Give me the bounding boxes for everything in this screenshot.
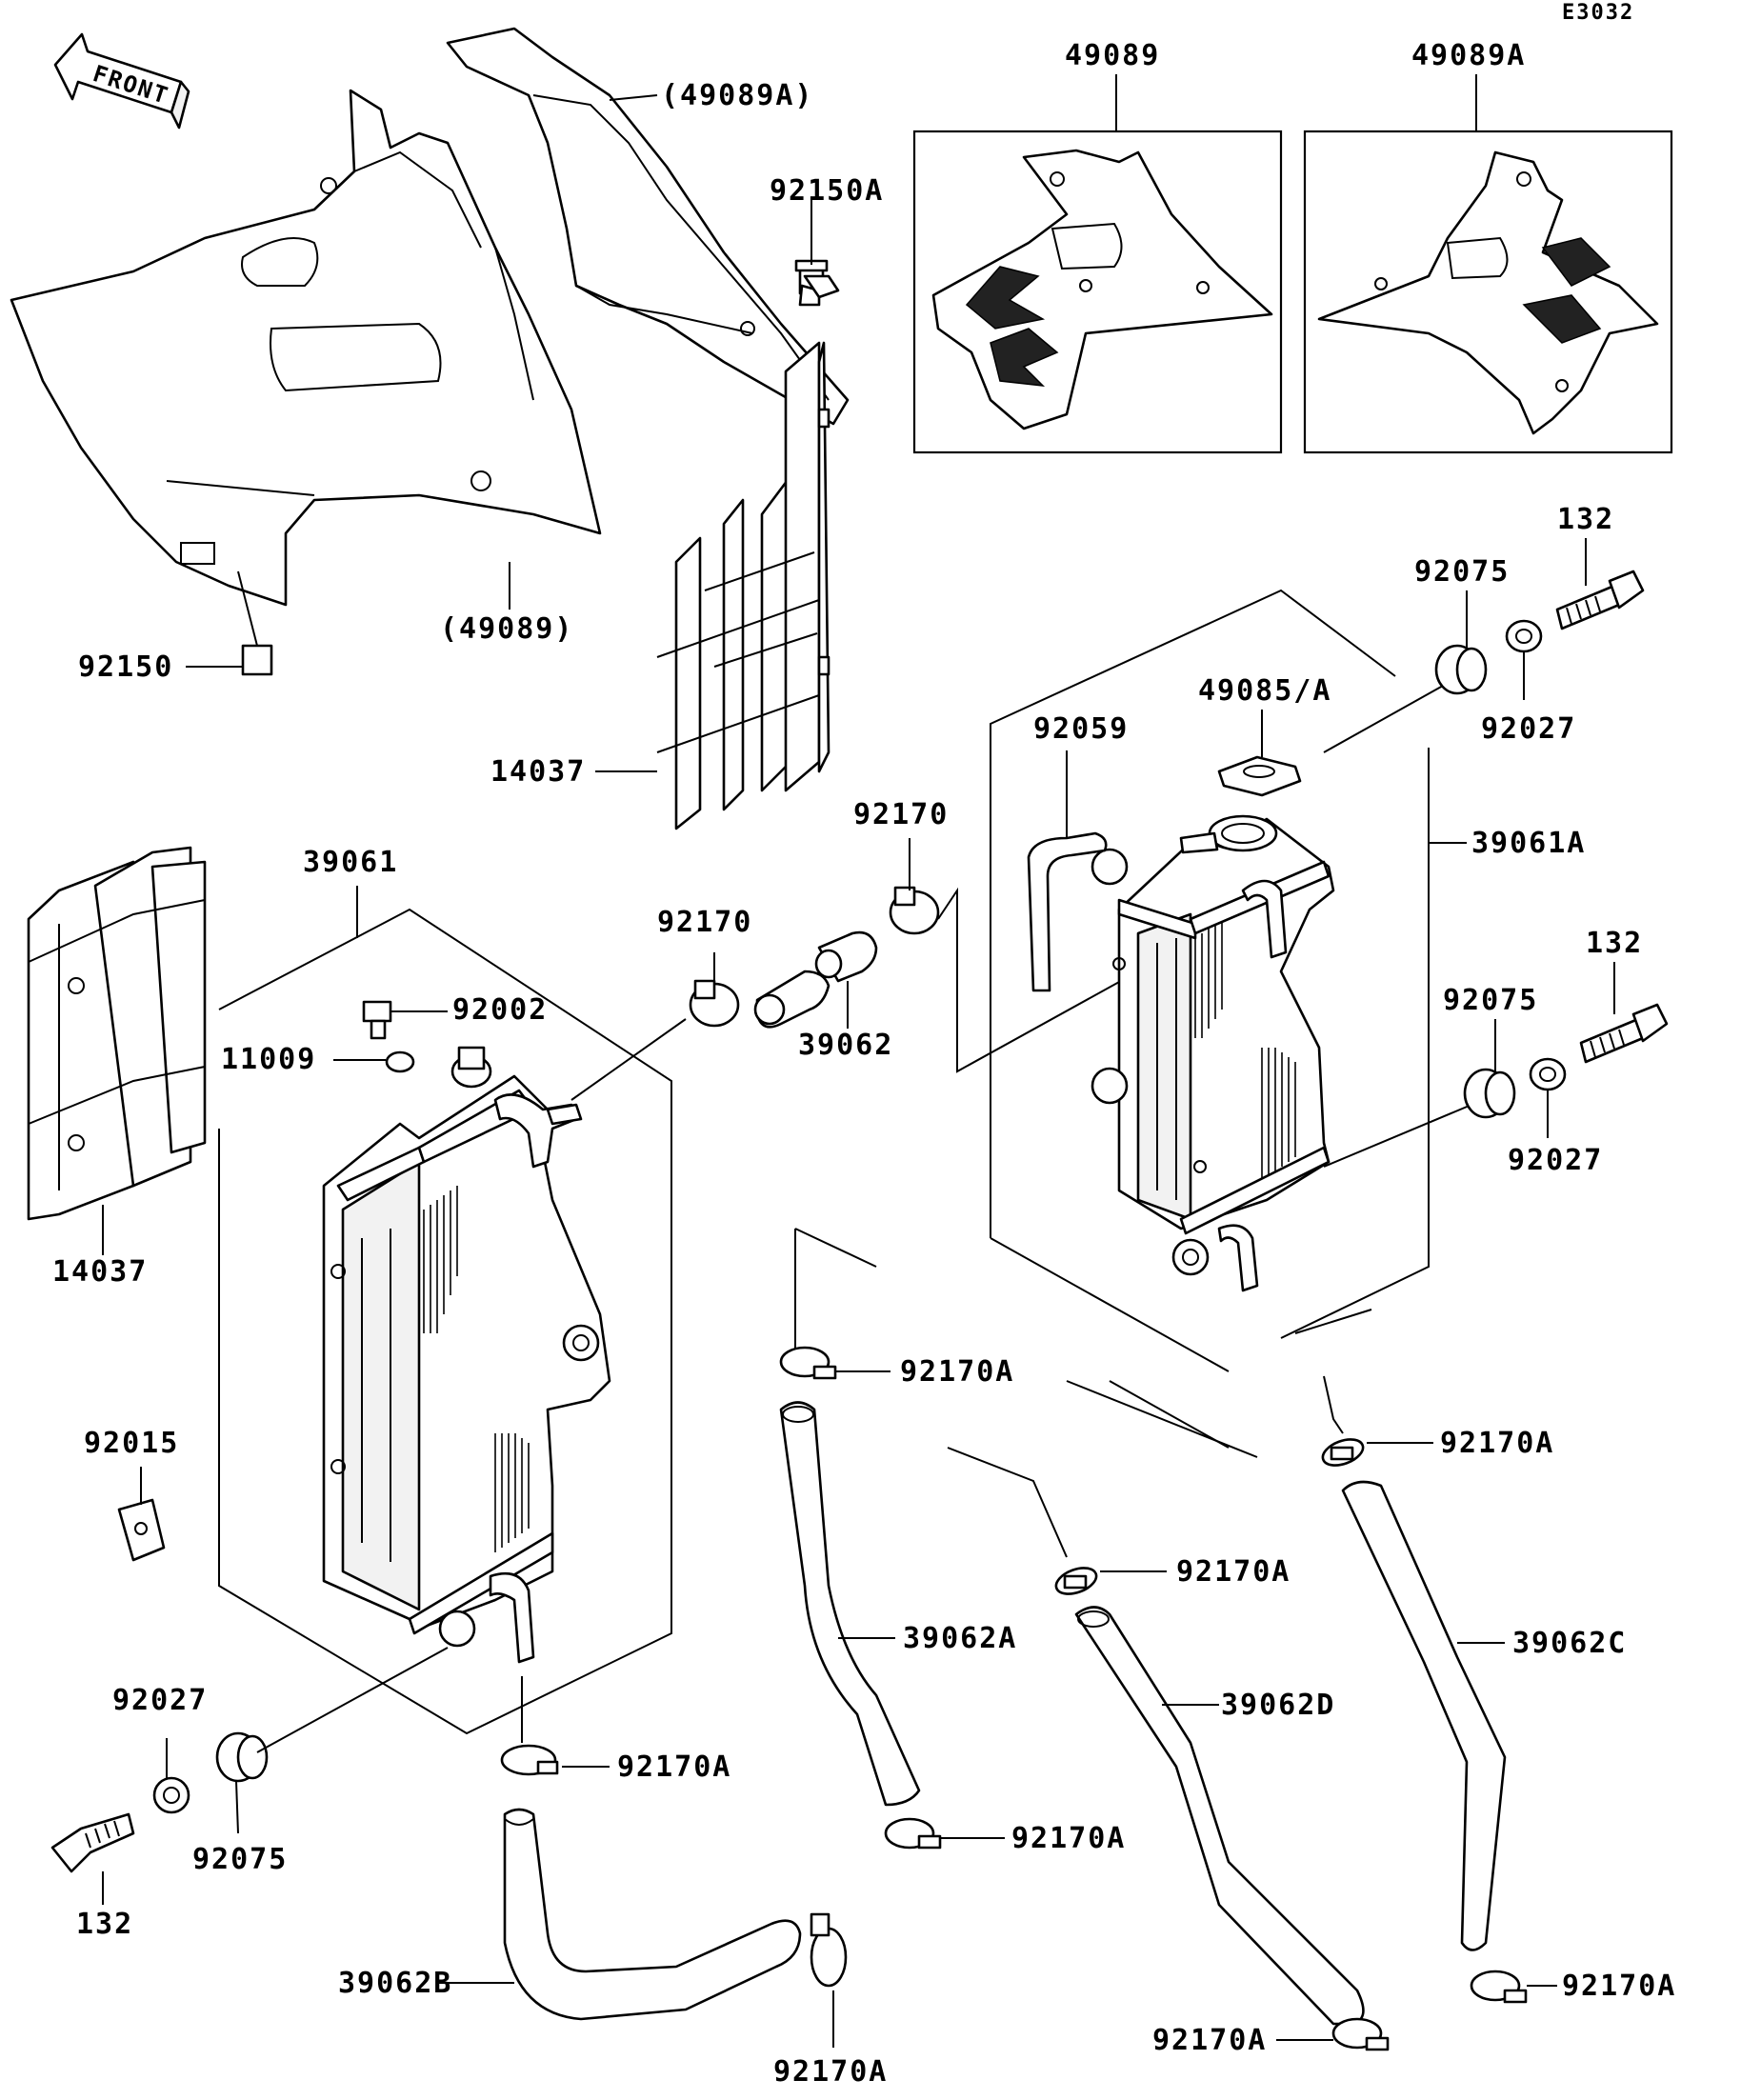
label-49089A-box: 49089A bbox=[1411, 39, 1526, 72]
grommet-92075-right-icon bbox=[1463, 1019, 1516, 1119]
label-39062B: 39062B bbox=[338, 1967, 452, 2000]
grommet-92075-top-icon bbox=[1434, 590, 1488, 695]
decal-box-49089A bbox=[1303, 130, 1673, 454]
decal-box-49089 bbox=[912, 130, 1283, 454]
diagram-code: E3032 bbox=[1562, 1, 1634, 25]
label-92170A-4: 92170A bbox=[1011, 1822, 1126, 1855]
hose-39062D bbox=[1074, 1606, 1365, 2026]
radiator-louver-left bbox=[27, 846, 207, 1221]
label-92027-left: 92027 bbox=[112, 1684, 208, 1717]
label-92170-mid: 92170 bbox=[657, 906, 752, 939]
label-92075-right: 92075 bbox=[1443, 984, 1538, 1017]
label-39062: 39062 bbox=[798, 1029, 893, 1062]
label-132-top: 132 bbox=[1557, 503, 1614, 536]
label-49089A-bracket: (49089A) bbox=[661, 79, 814, 112]
radiator-left bbox=[218, 908, 672, 1735]
label-92075-top: 92075 bbox=[1414, 555, 1510, 589]
label-92170A-8: 92170A bbox=[1562, 1970, 1676, 2003]
washer-11009-icon bbox=[333, 1050, 415, 1073]
bolt-92150A-stud bbox=[803, 274, 840, 299]
hose-clamp-92170A-c1-icon bbox=[779, 1346, 891, 1380]
front-arrow-icon: FRONT bbox=[53, 32, 190, 130]
bolt-92150A-icon bbox=[794, 200, 829, 307]
label-92170A-5: 92170A bbox=[1176, 1555, 1291, 1589]
radiator-left-fins bbox=[423, 1186, 530, 1552]
radiator-right bbox=[990, 589, 1430, 1372]
collar-92027-top-icon bbox=[1505, 619, 1543, 700]
radiator-shroud-inner bbox=[446, 27, 850, 426]
label-92170A-1: 92170A bbox=[617, 1750, 731, 1784]
label-92170A-6: 92170A bbox=[1152, 2024, 1267, 2057]
label-92170A-3: 92170A bbox=[900, 1355, 1014, 1389]
hose-39062 bbox=[753, 930, 878, 1029]
overflow-hose-92059 bbox=[1027, 750, 1108, 992]
label-92150A: 92150A bbox=[770, 174, 884, 208]
label-92150: 92150 bbox=[78, 650, 173, 684]
label-92170A-7: 92170A bbox=[1440, 1427, 1554, 1460]
collar-92027-right-icon bbox=[1529, 1057, 1567, 1138]
label-49089-box: 49089 bbox=[1065, 39, 1160, 72]
bolt-132-top-icon bbox=[1555, 538, 1645, 630]
hose-clamp-92170-top-icon bbox=[889, 838, 940, 935]
label-132-right: 132 bbox=[1586, 927, 1643, 960]
bolt-92150-icon bbox=[237, 570, 273, 676]
label-92075-left: 92075 bbox=[192, 1843, 288, 1876]
radiator-shroud-left bbox=[10, 89, 602, 607]
hose-39062A bbox=[779, 1401, 921, 1807]
label-92027-right: 92027 bbox=[1508, 1144, 1603, 1177]
hose-clamp-92170A-icon bbox=[500, 1676, 610, 1776]
collar-92027-left-icon bbox=[152, 1738, 190, 1814]
clip-92015-icon bbox=[117, 1467, 166, 1562]
label-92027-top: 92027 bbox=[1481, 712, 1576, 746]
label-39061A: 39061A bbox=[1471, 827, 1586, 860]
label-92170A-2: 92170A bbox=[773, 2055, 888, 2089]
hose-clamp-92170A-c2-icon bbox=[884, 1817, 1005, 1850]
label-92059: 92059 bbox=[1033, 712, 1129, 746]
label-49089-bracket: (49089) bbox=[440, 612, 573, 646]
hose-clamp-92170A-r2-icon bbox=[1470, 1970, 1557, 2004]
hose-39062B bbox=[438, 1808, 802, 2021]
hose-clamp-92170A-c4-icon bbox=[1276, 2017, 1390, 2051]
label-11009: 11009 bbox=[221, 1043, 316, 1076]
radiator-right-fins bbox=[1194, 919, 1296, 1181]
bolt-132-right-icon bbox=[1579, 962, 1669, 1064]
label-92002: 92002 bbox=[452, 993, 548, 1027]
label-49085: 49085/A bbox=[1198, 674, 1331, 708]
drain-bolt-92002-icon bbox=[362, 1000, 448, 1040]
label-14037-left: 14037 bbox=[52, 1255, 148, 1289]
grommet-92075-left-icon bbox=[215, 1647, 449, 1834]
label-14037-top: 14037 bbox=[490, 755, 586, 789]
label-39062D: 39062D bbox=[1221, 1689, 1335, 1722]
label-92170-top: 92170 bbox=[853, 798, 949, 831]
label-92015: 92015 bbox=[84, 1427, 179, 1460]
bolt-132-left-icon bbox=[50, 1812, 135, 1905]
label-39061: 39061 bbox=[303, 846, 398, 879]
label-132-left: 132 bbox=[76, 1908, 133, 1941]
hose-clamp-92170A-bottom-icon bbox=[810, 1912, 848, 2048]
hose-clamp-92170-mid-icon bbox=[570, 952, 740, 1101]
hose-clamp-92170A-c3-icon bbox=[1054, 1567, 1167, 1595]
hose-39062C bbox=[1341, 1480, 1507, 1951]
label-39062C: 39062C bbox=[1512, 1627, 1627, 1660]
radiator-louver-top bbox=[656, 341, 830, 830]
label-39062A: 39062A bbox=[903, 1622, 1017, 1655]
seal-49085-icon bbox=[1217, 710, 1302, 797]
hose-clamp-92170A-r1-icon bbox=[1321, 1438, 1433, 1467]
